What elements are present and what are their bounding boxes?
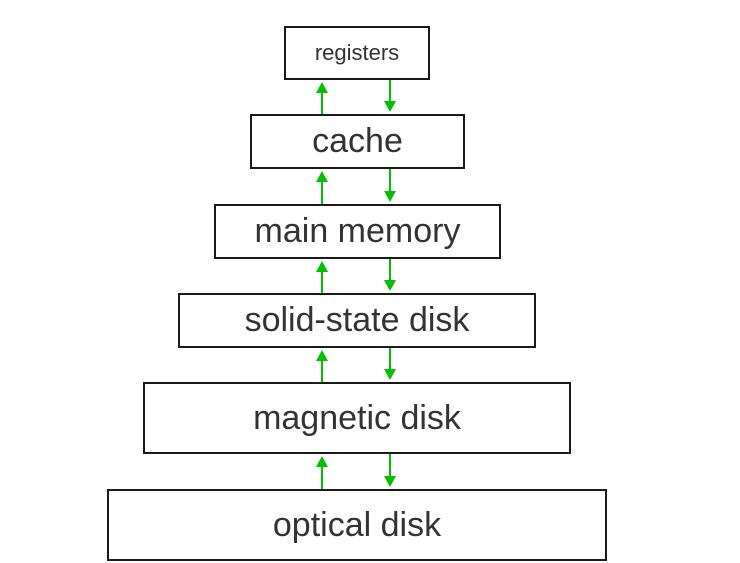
down-arrow-icon <box>384 169 396 202</box>
level-optical-disk: optical disk <box>107 489 607 561</box>
down-arrow-icon <box>384 80 396 112</box>
level-main-memory: main memory <box>214 204 501 259</box>
up-arrow-icon <box>316 456 328 489</box>
level-registers: registers <box>284 26 430 80</box>
level-label: solid-state disk <box>244 301 470 339</box>
down-arrow-icon <box>384 454 396 487</box>
up-arrow-icon <box>316 82 328 114</box>
level-label: optical disk <box>272 505 442 544</box>
up-arrow-icon <box>316 171 328 204</box>
down-arrow-icon <box>384 259 396 291</box>
level-cache: cache <box>250 114 465 169</box>
level-label: registers <box>314 40 400 65</box>
level-label: cache <box>312 122 403 160</box>
down-arrow-icon <box>384 348 396 380</box>
level-label: main memory <box>254 212 461 250</box>
level-solid-state-disk: solid-state disk <box>178 293 536 348</box>
level-magnetic-disk: magnetic disk <box>143 382 571 454</box>
up-arrow-icon <box>316 261 328 293</box>
up-arrow-icon <box>316 350 328 382</box>
level-label: magnetic disk <box>253 398 461 437</box>
